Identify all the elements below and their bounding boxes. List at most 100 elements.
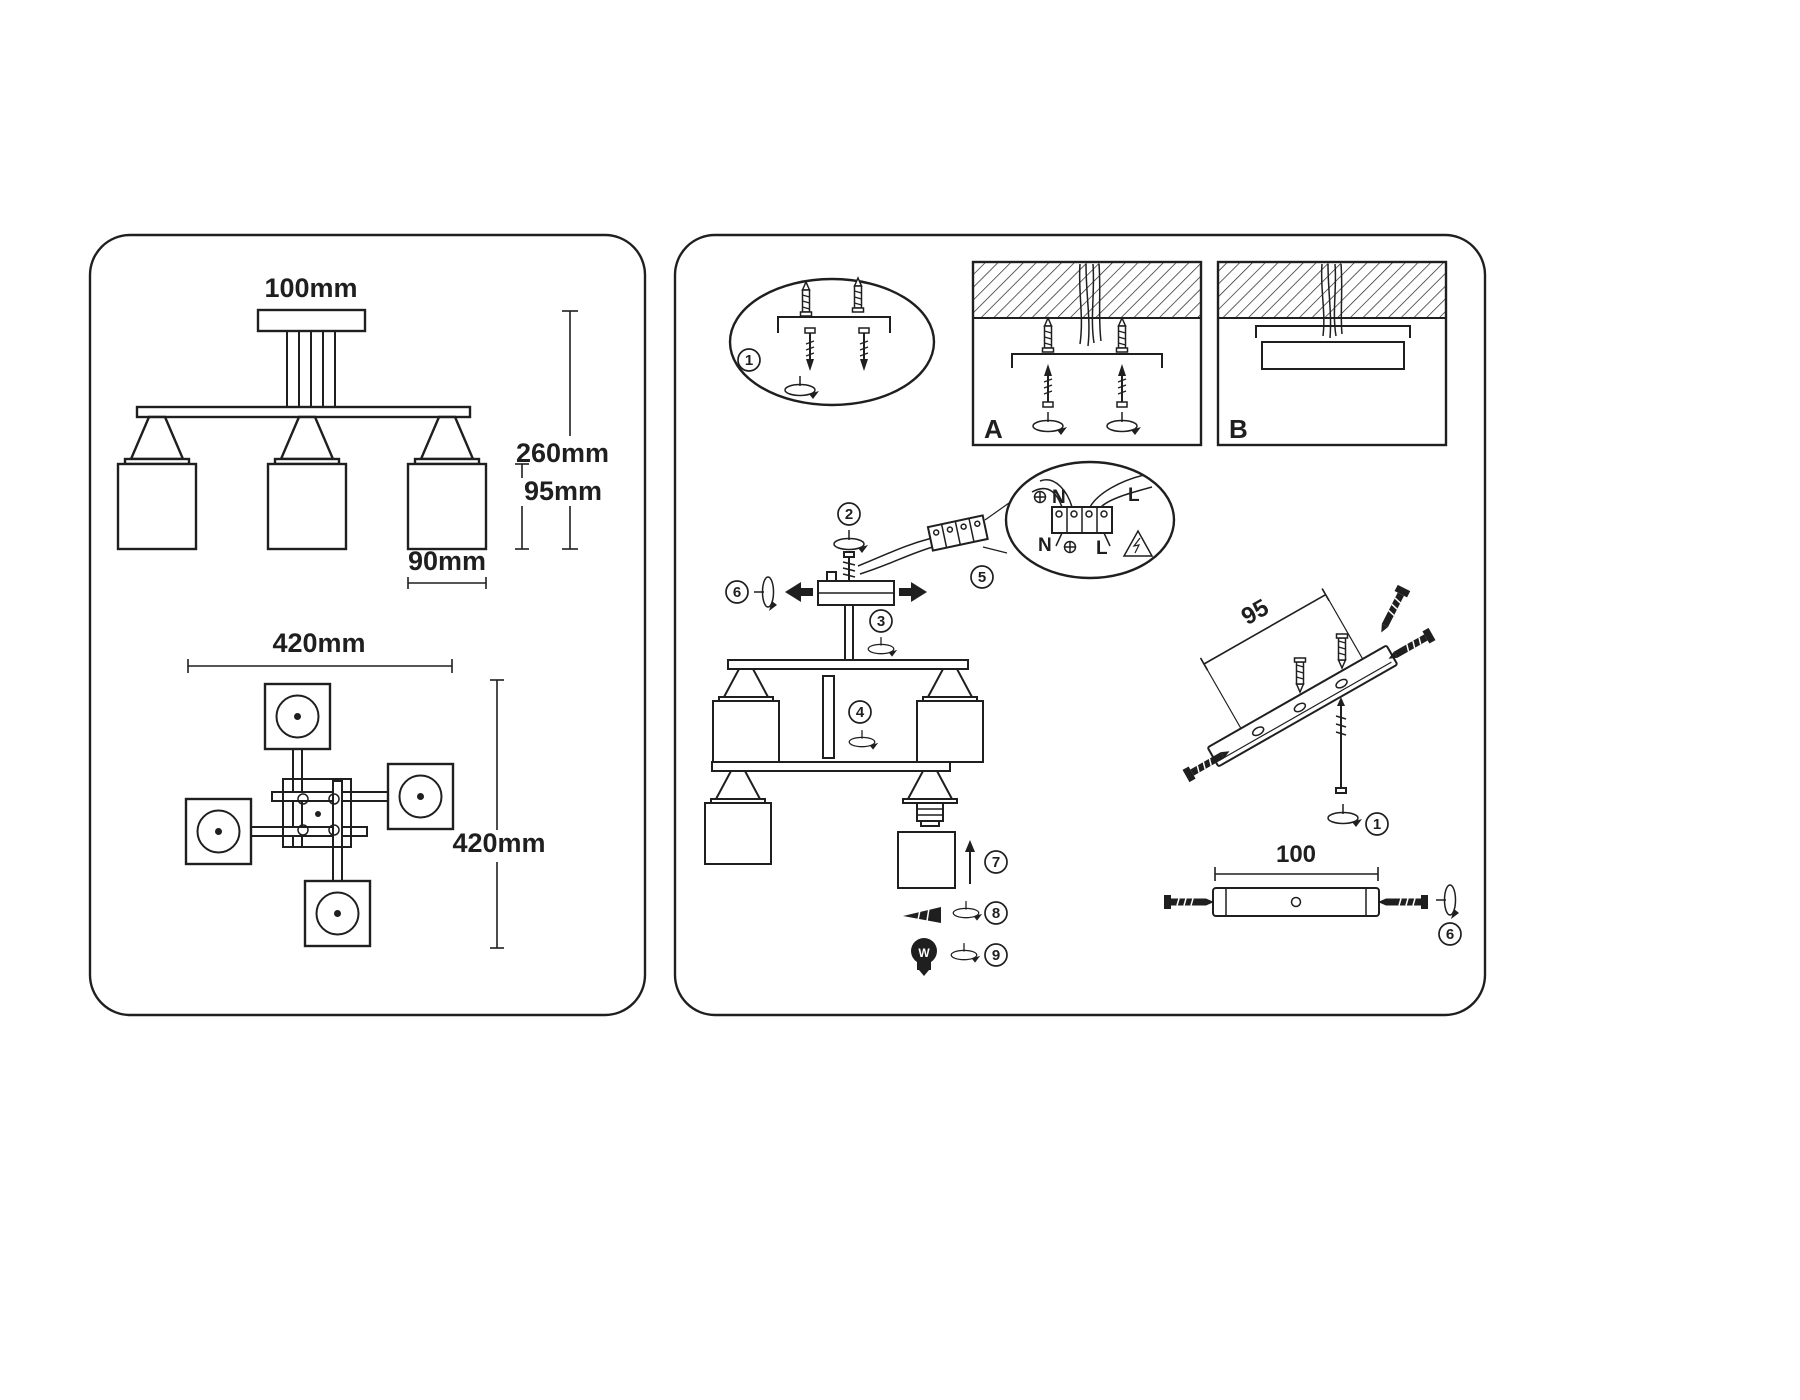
mounting-option-a: A [971, 260, 1203, 447]
bulb-icon: W [911, 938, 937, 976]
top-view: 420mm 420mm [184, 628, 546, 949]
left-panel-dimensions: 100mm [88, 233, 647, 1017]
dim-top-width: 420mm [272, 628, 365, 658]
detail-wires [1031, 474, 1153, 547]
dim-line-100 [1214, 867, 1379, 881]
svg-text:8: 8 [992, 905, 1000, 922]
wire-n-bottom: N [1038, 535, 1052, 556]
electric-warning-icon [1122, 529, 1154, 557]
svg-text:9: 9 [992, 947, 1000, 964]
hanging-rod [844, 604, 854, 663]
dim-canopy-width: 100mm [264, 273, 357, 303]
lamp-socket [902, 770, 958, 827]
step-8-screw [903, 907, 941, 923]
step-marker-1: 1 [737, 348, 761, 372]
svg-text:1: 1 [745, 352, 753, 369]
step-marker-bracket-rotate: 1 [1365, 812, 1389, 836]
lamp-shade [916, 668, 984, 763]
rotation-arrow-icon [753, 576, 778, 612]
wall-anchor-icon [799, 281, 813, 317]
dim-fixture-height: 260mm [516, 438, 609, 468]
bracket-bar-front [1212, 887, 1380, 917]
svg-text:6: 6 [1446, 926, 1454, 943]
wire-l-top: L [1128, 485, 1140, 506]
screw-icon [1163, 894, 1215, 910]
cross-bar [135, 405, 472, 419]
svg-text:5: 5 [978, 569, 986, 586]
lamp-shade-middle [266, 415, 348, 551]
canopy-bracket-plate [1261, 341, 1405, 370]
dim-line-95 [515, 463, 529, 550]
rotation-arrow-icon [1327, 803, 1363, 828]
rotation-arrow-icon [952, 900, 983, 922]
dim-top-depth: 420mm [452, 828, 545, 858]
wire-n-top: N [1052, 487, 1066, 508]
canopy-rods [286, 331, 336, 407]
step-7-shade [897, 831, 975, 889]
step-marker-3: 3 [869, 609, 893, 633]
wall-anchor-icon [1115, 317, 1129, 353]
svg-text:1: 1 [1373, 816, 1381, 833]
step-marker-8: 8 [984, 901, 1008, 925]
svg-text:2: 2 [845, 506, 853, 523]
svg-text:6: 6 [733, 584, 741, 601]
rotation-arrow-icon [1032, 411, 1068, 436]
screw-icon [1374, 584, 1411, 637]
step-marker-2: 2 [837, 502, 861, 526]
dim-line-420-right [490, 679, 504, 949]
arrow-right-icon [899, 582, 927, 602]
dim-bracket-95: 95 [1237, 594, 1274, 631]
dim-bracket-100: 100 [1276, 841, 1316, 868]
bracket-center-hole [1290, 896, 1302, 908]
screw-icon [804, 327, 816, 372]
screw-icon [1116, 363, 1128, 408]
wall-anchor-icon [851, 277, 865, 313]
option-a-label: A [984, 414, 1003, 444]
shade-right [386, 762, 455, 831]
step-marker-6: 6 [725, 580, 749, 604]
rotation-arrow-icon [848, 729, 879, 751]
right-panel-installation: 1 A [673, 233, 1487, 1017]
shade-top [263, 682, 332, 751]
step-1-anchor-detail: 1 [728, 277, 936, 407]
rotation-arrow-icon [950, 942, 981, 964]
ceiling-canopy [817, 571, 895, 606]
dim-line-95-3d: 95 [1199, 588, 1330, 671]
upper-bar [727, 659, 969, 670]
dim-line-90 [407, 577, 487, 589]
arrow-left-icon [785, 582, 813, 602]
shade-bottom [303, 879, 372, 948]
wiring-detail-bubble: N L N L [1004, 460, 1176, 580]
lower-bar [711, 761, 951, 772]
rotation-arrow-icon [1435, 884, 1460, 920]
left-panel-border [88, 233, 647, 1017]
dim-line-420-top [187, 659, 453, 673]
lamp-shade [712, 668, 780, 763]
dim-line-260 [562, 310, 578, 550]
canopy-plate [256, 308, 367, 333]
front-view: 100mm [116, 273, 609, 589]
rotation-arrow-icon [867, 636, 898, 658]
shade-left [184, 797, 253, 866]
step-marker-bracket-screw: 6 [1438, 922, 1462, 946]
bottom-screw [1335, 697, 1347, 794]
ceiling-wires [1320, 263, 1343, 339]
wall-anchor-icon [1293, 657, 1307, 693]
wire-l-bottom: L [1096, 538, 1108, 559]
wall-anchor-icon [1335, 633, 1349, 669]
svg-text:3: 3 [877, 613, 885, 630]
earth-symbol-icon [1063, 540, 1077, 554]
step-marker-5: 5 [970, 565, 994, 589]
fixture-wires [857, 537, 937, 575]
assembly-sequence: 2 [704, 460, 1176, 976]
step-marker-9: 9 [984, 943, 1008, 967]
right-panel-border [673, 233, 1487, 1017]
step-marker-4: 4 [848, 700, 872, 724]
svg-text:7: 7 [992, 854, 1000, 871]
bracket-3d-view: 95 [1181, 584, 1437, 836]
ceiling-wires [1078, 263, 1102, 347]
screw-icon [858, 327, 870, 372]
canopy-screw-spring [842, 551, 856, 581]
